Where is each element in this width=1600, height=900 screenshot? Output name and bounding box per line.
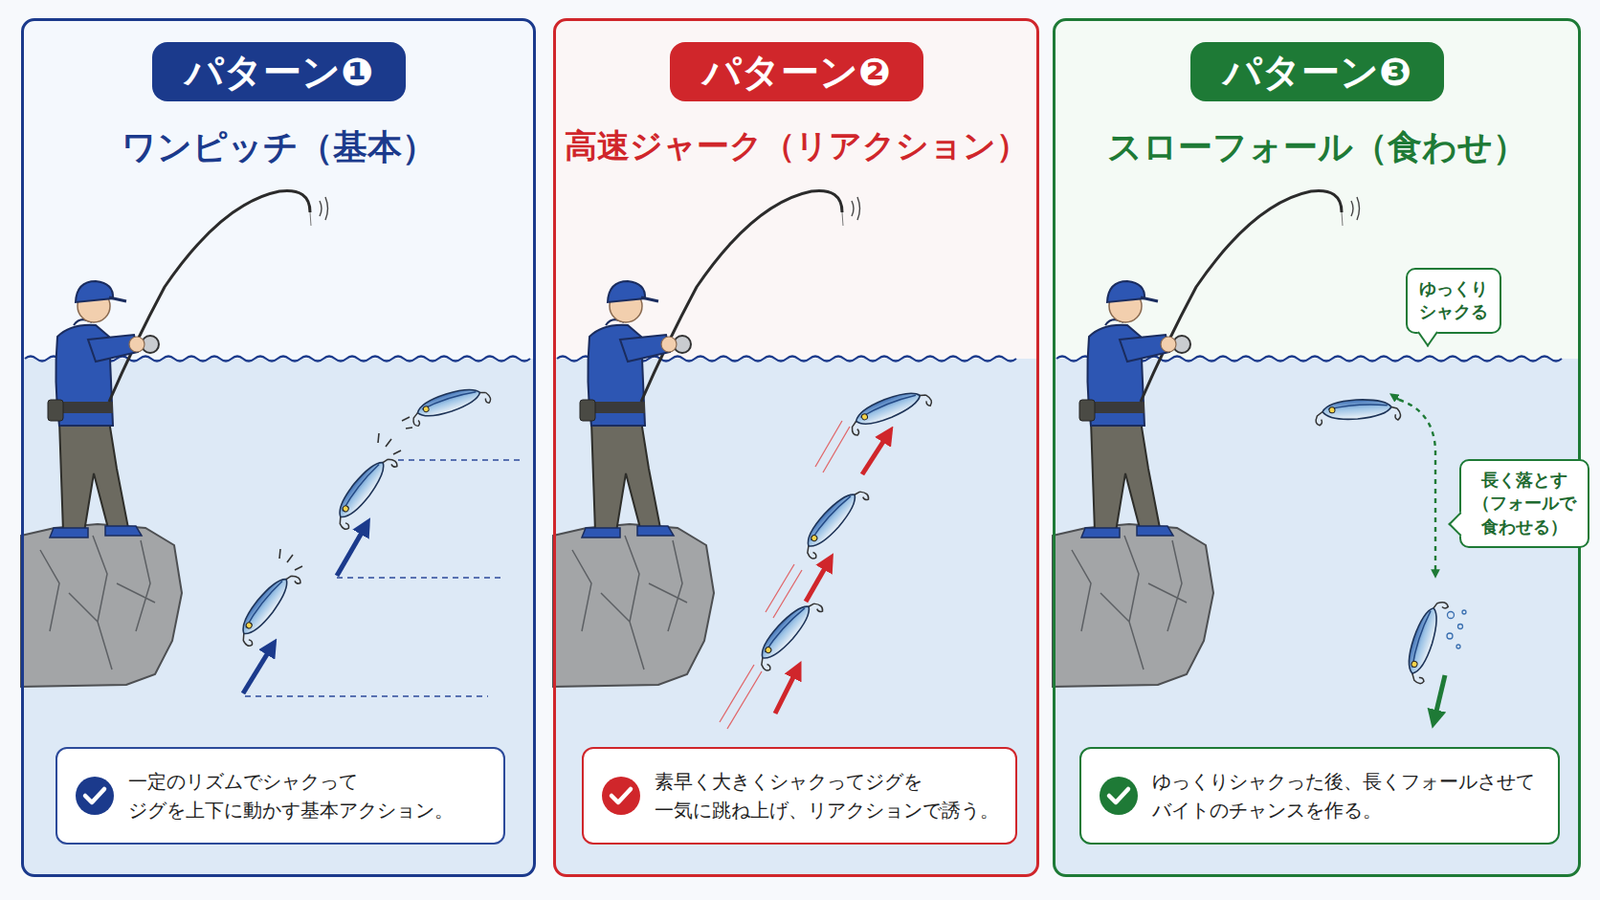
pattern3-motion-part (1400, 597, 1449, 686)
pattern2-motion-part (845, 383, 934, 437)
pattern3-motion-part-part (1462, 610, 1467, 615)
badge-label: パターン❶ (184, 49, 374, 94)
description-text: 一定のリズムでシャクって ジグを上下に動かす基本アクション。 (128, 767, 492, 825)
pattern-panel: スローフォール（食わせ） パターン❸ ゆっくり シャクる長く落とす （フォールで 食… (1052, 18, 1581, 878)
panel-grounds (22, 19, 1580, 877)
description-text: 素早く大きくシャクってジグを 一気に跳ね上げ、リアクションで誘う。 (654, 767, 1004, 825)
pattern1-motion-part (231, 566, 302, 648)
pattern1-motion-part (243, 646, 272, 694)
illustration-part (1052, 190, 1360, 688)
pattern1-motion-part (279, 549, 303, 571)
pattern1-motion (231, 381, 523, 697)
pattern3-motion (1314, 396, 1467, 720)
pattern2-motion-part (805, 561, 829, 602)
check-icon (1098, 776, 1139, 817)
pattern1-motion-part (336, 526, 366, 577)
check-mark (85, 789, 105, 803)
pattern2-motion-part (796, 482, 870, 561)
pattern2-motion-part (719, 421, 850, 730)
check-mark (611, 789, 631, 803)
pattern-subtitle: 高速ジャーク（リアクション） (561, 124, 1031, 169)
pattern-badge: パターン❸ (1190, 42, 1445, 102)
pattern2-motion-part (862, 434, 889, 475)
pattern3-motion-part-part (1446, 633, 1453, 640)
check-icon (74, 776, 115, 817)
pattern-badge: パターン❷ (669, 42, 924, 102)
pattern3-motion-part (1399, 400, 1436, 575)
pattern2-motion-part (775, 669, 798, 714)
pattern-badge: パターン❶ (152, 42, 406, 102)
pattern3-motion-part (1434, 675, 1445, 720)
pattern1-motion-part (377, 433, 401, 455)
illustration-part (21, 190, 329, 688)
bubble-text: ゆっくり シャクる (1419, 277, 1489, 325)
panel-grounds-part (1053, 19, 1580, 877)
water-surface (24, 356, 1562, 362)
speech-bubble: 長く落とす （フォールで 食わせる） (1459, 459, 1590, 549)
pattern-subtitle: スローフォール（食わせ） (1061, 124, 1573, 172)
check-circle (601, 777, 641, 816)
badge-label: パターン❸ (1222, 49, 1412, 94)
illustration-part (553, 190, 861, 688)
pattern1-motion-part (328, 449, 399, 532)
pattern3-motion-part (1393, 396, 1400, 400)
description-box: ゆっくりシャクった後、長くフォールさせて バイトのチャンスを作る。 (1079, 747, 1560, 845)
bubble-text: 長く落とす （フォールで 食わせる） (1472, 468, 1577, 539)
pattern1-motion-part (401, 417, 413, 429)
speech-bubble: ゆっくり シャクる (1405, 267, 1502, 334)
pattern3-motion-part (1446, 610, 1467, 649)
pattern-subtitle: ワンピッチ（基本） (29, 124, 528, 172)
check-circle (1099, 777, 1138, 816)
badge-label: パターン❷ (702, 49, 891, 94)
pattern3-motion-part-part (1456, 644, 1461, 649)
panel-grounds-part (554, 19, 1039, 877)
description-box: 素早く大きくシャクってジグを 一気に跳ね上げ、リアクションで誘う。 (581, 747, 1018, 845)
pattern3-motion-part-part (1458, 624, 1464, 630)
pattern-panel: 高速ジャーク（リアクション） パターン❷ 素早く大きくシャクってジグを 一気に跳ね上… (553, 18, 1040, 878)
panel-grounds-part (22, 19, 535, 877)
pattern1-motion-part (408, 381, 492, 428)
description-text: ゆっくりシャクった後、長くフォールさせて バイトのチャンスを作る。 (1152, 767, 1547, 825)
pattern2-motion (719, 383, 934, 730)
check-circle (75, 777, 114, 816)
description-box: 一定のリズムでシャクって ジグを上下に動かす基本アクション。 (55, 747, 506, 845)
pattern2-motion-part (750, 594, 824, 673)
pattern1-motion-part (244, 460, 523, 697)
check-mark (1109, 789, 1129, 803)
check-icon (600, 776, 642, 817)
pattern-panel: ワンピッチ（基本） パターン❶ 一定のリズムでシャクって ジグを上下に動かす基本アク… (21, 18, 536, 878)
pattern3-motion-part (1314, 397, 1401, 426)
pattern3-motion-part-part (1447, 612, 1455, 620)
